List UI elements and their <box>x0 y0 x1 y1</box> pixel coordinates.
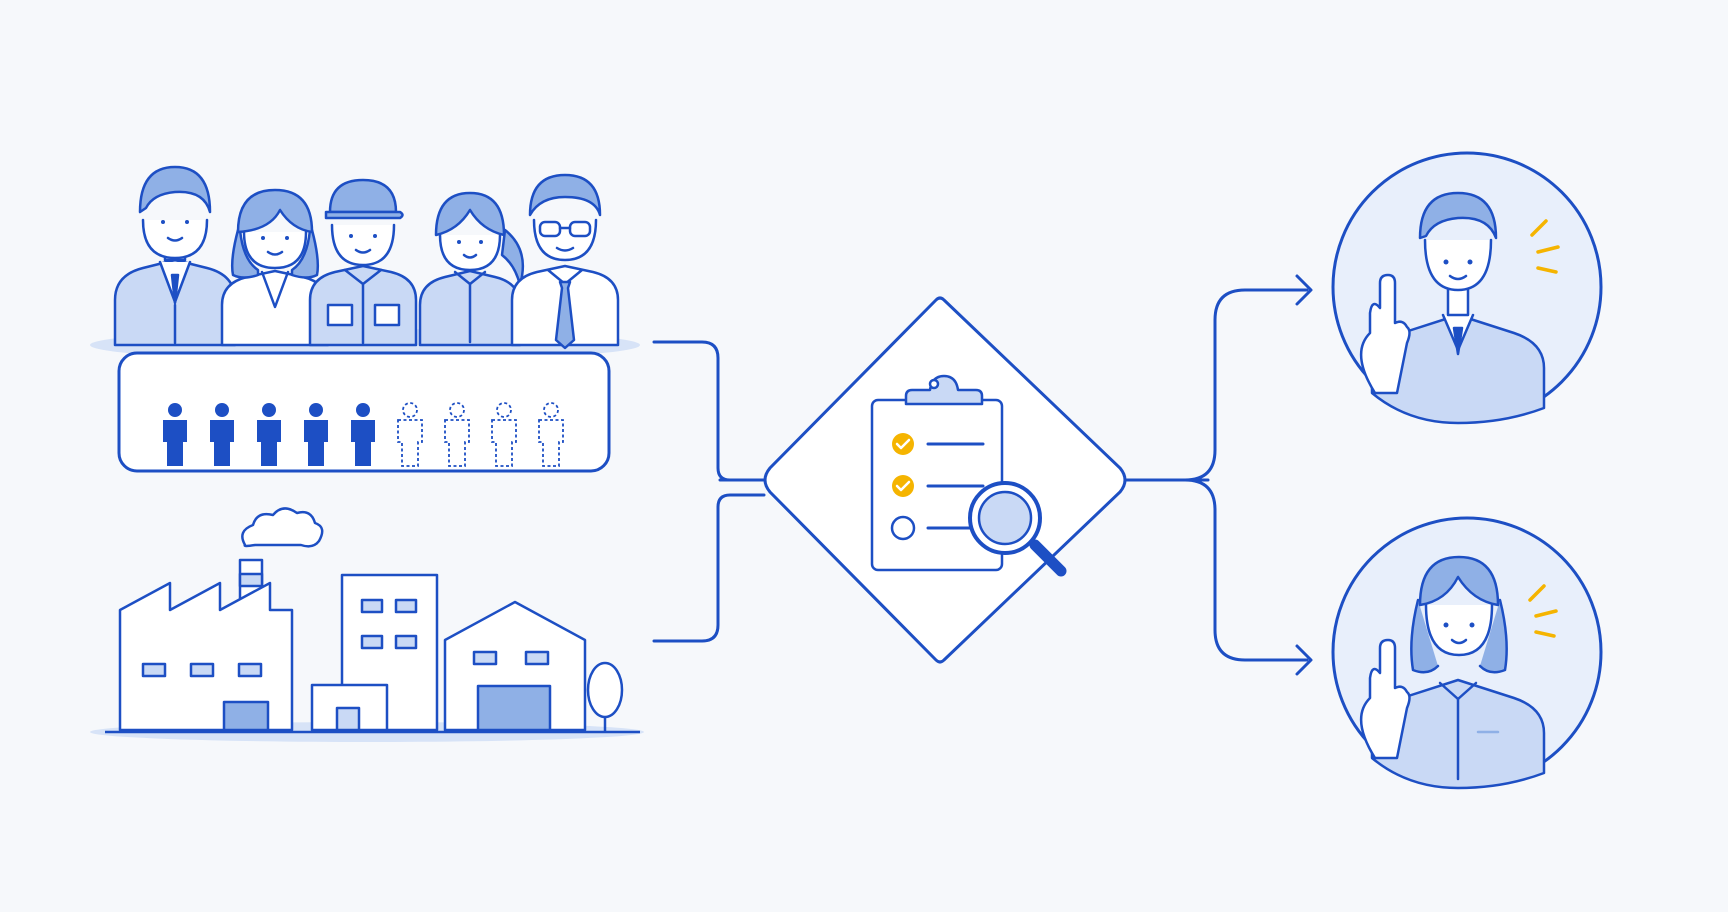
magnifier-icon <box>968 481 1067 577</box>
person-cap-worker-icon <box>308 178 418 347</box>
highlight-icon <box>1530 219 1560 274</box>
tree-icon <box>586 661 624 732</box>
factory-icon <box>118 558 294 732</box>
candidate-woman-in-work-uniform <box>1331 516 1603 790</box>
checklist-item <box>890 515 985 541</box>
screening-diamond <box>763 296 1127 664</box>
people-group-icon <box>90 165 640 361</box>
highlight-icon <box>1528 584 1558 638</box>
person-suit-man-icon <box>113 165 237 347</box>
arrow-right-icon <box>1295 644 1313 676</box>
office-building-icon <box>310 573 439 732</box>
check-icon <box>895 438 911 450</box>
cloud-icon <box>241 507 324 548</box>
checklist-item <box>892 475 985 497</box>
connector-lines <box>652 288 1309 662</box>
arrow-right-icon <box>1295 274 1313 306</box>
headcount-icon <box>117 351 611 473</box>
person-glasses-man-icon <box>510 173 620 350</box>
candidate-man-in-suit <box>1331 151 1603 425</box>
person-woman-icon <box>220 188 330 347</box>
check-icon <box>895 480 911 492</box>
warehouse-icon <box>443 600 587 732</box>
person-ponytail-woman-icon <box>418 191 525 347</box>
checklist-item <box>892 433 985 455</box>
